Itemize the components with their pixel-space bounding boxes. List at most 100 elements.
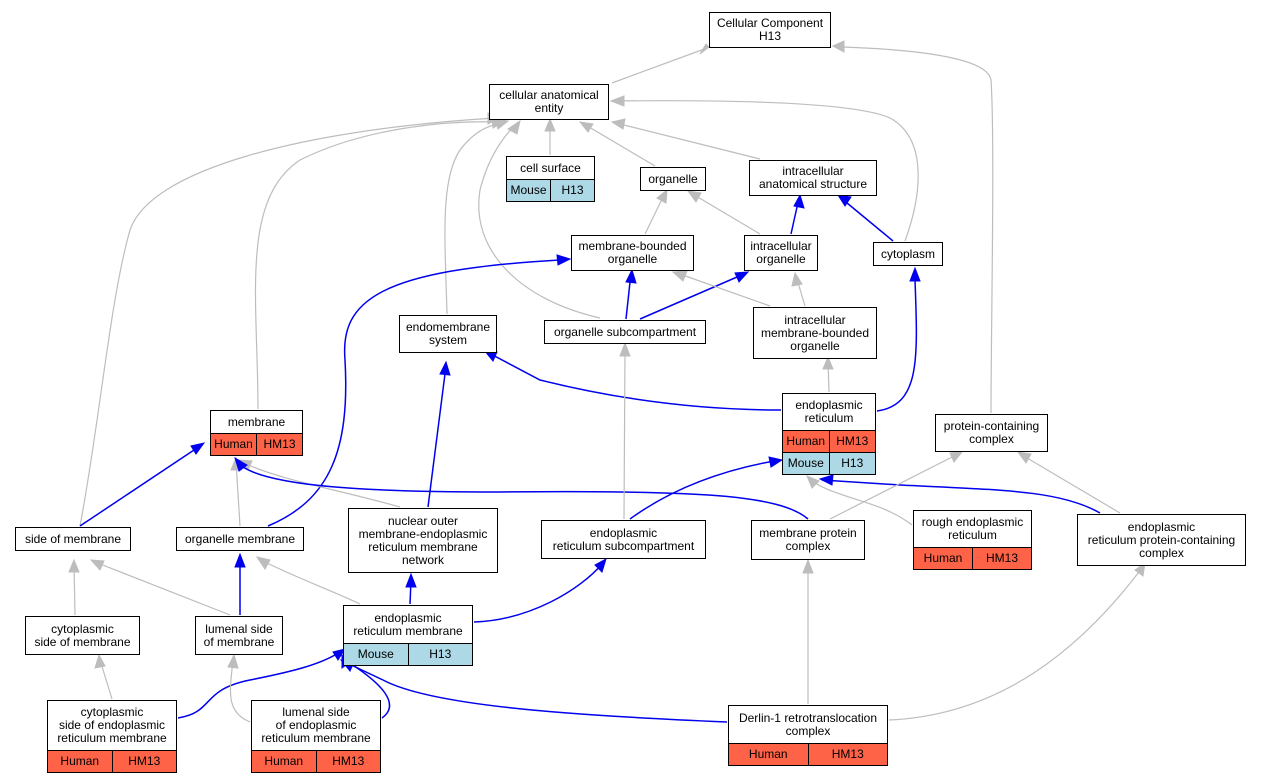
arrowhead-org-cae: [578, 121, 594, 133]
species-badge: Human: [729, 744, 808, 765]
species-badge: Human: [211, 434, 256, 455]
node-cellular-component[interactable]: Cellular Component H13: [709, 12, 831, 48]
gene-badge: HM13: [807, 744, 887, 765]
node-label: lumenal side of membrane: [203, 621, 275, 649]
node-er-protein-containing-complex[interactable]: endoplasmic reticulum protein-containing…: [1077, 514, 1246, 566]
node-label: cell surface: [520, 160, 581, 175]
arrowhead-derlin-erpcc: [1134, 561, 1146, 577]
edge-er-cyt: [876, 279, 918, 412]
edge-derlin-erpcc: [888, 567, 1143, 721]
arrowhead-lsem-lsm: [227, 653, 239, 669]
arrowhead-imbo-io: [791, 271, 803, 287]
arrowhead-nom-ems: [439, 360, 451, 376]
edge-nom-ems: [427, 365, 447, 508]
edge-erpcc-er: [821, 479, 1101, 514]
edge-osc-io: [639, 273, 745, 320]
edge-rer-er: [809, 479, 913, 526]
arrowhead-io-org: [686, 190, 702, 203]
node-label: intracellular membrane-bounded organelle: [760, 312, 870, 353]
node-label: membrane protein complex: [759, 526, 857, 553]
node-label: endoplasmic reticulum membrane: [353, 610, 463, 638]
node-label: cellular anatomical entity: [499, 88, 599, 115]
node-lumenal-side-of-membrane[interactable]: lumenal side of membrane: [195, 616, 283, 655]
edge-er-ems: [486, 351, 782, 411]
arrowhead-om-mbo: [556, 254, 572, 266]
edge-io-org: [690, 192, 761, 235]
node-membrane-protein-complex[interactable]: membrane protein complex: [751, 520, 865, 560]
node-cellular-anatomical-entity[interactable]: cellular anatomical entity: [489, 84, 609, 120]
node-derlin1-retrotranslocation-complex[interactable]: Derlin-1 retrotranslocation complex Huma…: [728, 705, 888, 766]
species-badge: Human: [48, 751, 112, 772]
gene-badge: H13: [407, 644, 472, 665]
node-label: endoplasmic reticulum: [795, 398, 863, 425]
node-cytoplasmic-side-er-membrane[interactable]: cytoplasmic side of endoplasmic reticulu…: [47, 700, 177, 773]
node-cytoplasm[interactable]: cytoplasm: [873, 242, 943, 266]
edge-lsm-som: [94, 561, 231, 616]
edge-mpc-mem: [236, 461, 809, 520]
edge-mpc-pcc: [829, 453, 959, 520]
gene-badge: HM13: [111, 751, 176, 772]
edge-om-mbo: [267, 259, 561, 527]
node-side-of-membrane[interactable]: side of membrane: [15, 527, 131, 551]
node-organelle[interactable]: organelle: [640, 167, 706, 191]
gene-badge: H13: [828, 453, 875, 474]
node-lumenal-side-er-membrane[interactable]: lumenal side of endoplasmic reticulum me…: [251, 700, 381, 773]
node-protein-containing-complex[interactable]: protein-containing complex: [935, 414, 1048, 452]
node-label: endoplasmic reticulum subcompartment: [552, 525, 695, 553]
arrowhead-erpcc-pcc: [1016, 451, 1032, 464]
node-organelle-subcompartment[interactable]: organelle subcompartment: [544, 320, 706, 344]
node-label: intracellular organelle: [750, 239, 812, 266]
node-intracellular-organelle[interactable]: intracellular organelle: [744, 235, 818, 271]
node-er-subcompartment[interactable]: endoplasmic reticulum subcompartment: [541, 520, 706, 559]
node-label: organelle subcompartment: [553, 324, 697, 339]
edge-ems-cae: [444, 121, 506, 315]
species-badge: Mouse: [507, 180, 550, 201]
edge-osc-cae: [478, 121, 601, 319]
node-label: lumenal side of endoplasmic reticulum me…: [261, 705, 371, 745]
arrowhead-derlin-mpc: [802, 558, 814, 574]
edge-derlin-erm: [344, 661, 728, 723]
node-intracellular-anatomical-structure[interactable]: intracellular anatomical structure: [749, 160, 877, 196]
arrowhead-erpcc-er: [818, 474, 834, 486]
edge-ersc-osc: [623, 347, 626, 520]
arrowhead-mpc-mem: [234, 456, 248, 472]
arrowhead-erm-ersc: [594, 557, 607, 573]
arrowhead-pcc-cc: [831, 40, 845, 53]
edge-pcc-cc: [841, 46, 994, 414]
arrowhead-imbo-mbo: [671, 270, 688, 282]
node-intracellular-membrane-bounded-organelle[interactable]: intracellular membrane-bounded organelle: [753, 307, 877, 359]
edge-cae-cc: [611, 47, 708, 84]
arrowhead-cs-cae: [544, 117, 556, 132]
node-label: organelle membrane: [184, 531, 296, 546]
arrowhead-csem-csm: [94, 653, 106, 669]
edge-erm-om: [260, 559, 361, 605]
node-nuclear-outer-membrane-er-network[interactable]: nuclear outer membrane-endoplasmic retic…: [348, 508, 498, 573]
node-membrane-bounded-organelle[interactable]: membrane-bounded organelle: [571, 235, 694, 271]
species-badge: Mouse: [783, 453, 829, 474]
node-label: cytoplasm: [880, 246, 936, 261]
edge-lsem-lsm: [229, 659, 251, 723]
node-label: rough endoplasmic reticulum: [921, 515, 1024, 542]
arrowhead-lsm-om: [234, 552, 246, 568]
node-organelle-membrane[interactable]: organelle membrane: [176, 527, 304, 551]
edge-mem-cae: [254, 121, 501, 410]
node-label: protein-containing complex: [943, 419, 1040, 446]
arrowhead-erm-om: [255, 556, 271, 570]
node-cytoplasmic-side-of-membrane[interactable]: cytoplasmic side of membrane: [25, 616, 140, 655]
node-label: membrane-bounded organelle: [578, 239, 687, 266]
node-endomembrane-system[interactable]: endomembrane system: [399, 315, 497, 353]
species-badge: Human: [914, 548, 972, 569]
arrowhead-io-ias: [793, 193, 805, 209]
edge-som-mem: [79, 445, 201, 527]
